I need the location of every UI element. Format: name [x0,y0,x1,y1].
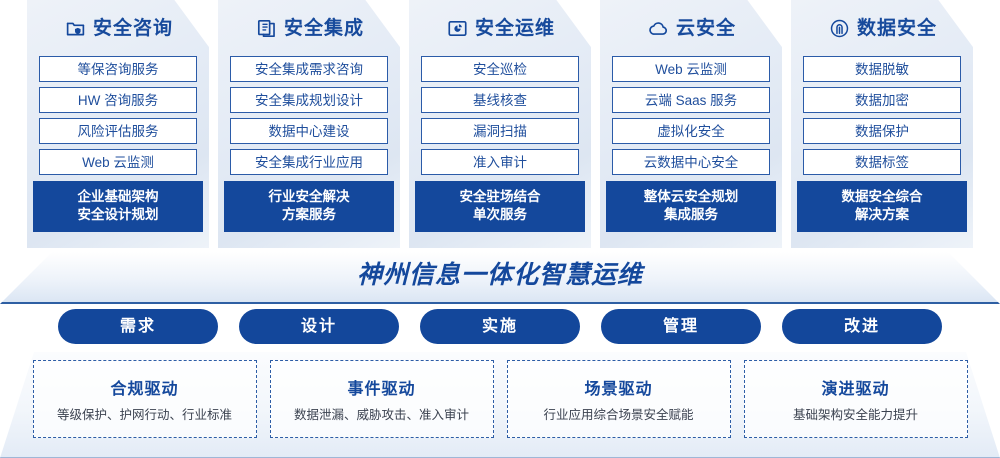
panel-item[interactable]: 基线核查 [421,87,579,113]
panel-summary[interactable]: 数据安全综合解决方案 [797,181,967,232]
panel-item[interactable]: 安全集成规划设计 [230,87,388,113]
panel-item-list: Web 云监测云端 Saas 服务虚拟化安全云数据中心安全 [600,56,782,175]
panel-item[interactable]: 等保咨询服务 [39,56,197,82]
banner-title: 神州信息一体化智慧运维 [356,261,643,289]
lifecycle-pill[interactable]: 改进 [782,309,942,344]
panel-item-list: 数据脱敏数据加密数据保护数据标签 [791,56,973,175]
driver-title: 演进驱动 [821,381,890,398]
panel-title: 安全运维 [474,17,555,39]
panel-item[interactable]: 数据标签 [803,149,961,175]
lifecycle-pill[interactable]: 设计 [239,309,399,344]
panel-item[interactable]: 云数据中心安全 [612,149,770,175]
fingerprint-icon [829,18,850,39]
panel-summary-line: 方案服务 [282,207,336,223]
capability-panel: 安全集成安全集成需求咨询安全集成规划设计数据中心建设安全集成行业应用行业安全解决… [218,0,400,248]
banner-shape [0,252,1000,304]
panel-summary-line: 行业安全解决 [268,189,350,205]
panel-item[interactable]: 风险评估服务 [39,118,197,144]
panel-item-list: 等保咨询服务 HW 咨询服务风险评估服务 Web 云监测 [27,56,209,175]
driver-card[interactable]: 演进驱动基础架构安全能力提升 [743,360,968,438]
panel-item[interactable]: 准入审计 [421,149,579,175]
panel-item[interactable]: HW 咨询服务 [39,87,197,113]
panel-summary-line: 单次服务 [473,207,527,223]
panel-summary[interactable]: 安全驻场结合单次服务 [415,181,585,232]
lifecycle-pill[interactable]: 需求 [58,309,218,344]
panel-item[interactable]: 数据保护 [803,118,961,144]
driver-title: 场景驱动 [584,381,653,398]
panel-summary-line: 安全设计规划 [77,207,159,223]
panel-item[interactable]: 安全集成需求咨询 [230,56,388,82]
driver-card[interactable]: 合规驱动等级保护、护网行动、行业标准 [32,360,257,438]
panel-summary[interactable]: 行业安全解决方案服务 [224,181,394,232]
panel-header: 云安全 [600,0,782,56]
drivers-section: 合规驱动等级保护、护网行动、行业标准事件驱动数据泄漏、威胁攻击、准入审计场景驱动… [0,352,1000,458]
panel-summary-line: 集成服务 [664,207,718,223]
lifecycle-pills: 需求设计实施管理改进 [0,309,1000,347]
panel-item[interactable]: 数据脱敏 [803,56,961,82]
driver-card[interactable]: 事件驱动数据泄漏、威胁攻击、准入审计 [269,360,494,438]
panel-item-list: 安全巡检基线核查漏洞扫描准入审计 [409,56,591,175]
capability-panel: 云安全 Web 云监测云端 Saas 服务虚拟化安全云数据中心安全整体云安全规划集… [600,0,782,248]
panel-item[interactable]: 漏洞扫描 [421,118,579,144]
panel-title: 数据安全 [856,17,937,39]
capability-panel: 安全运维安全巡检基线核查漏洞扫描准入审计安全驻场结合单次服务 [409,0,591,248]
folder-chart-icon [447,18,468,39]
panel-summary-line: 整体云安全规划 [643,189,739,205]
driver-title: 事件驱动 [347,381,416,398]
panel-item[interactable]: 数据中心建设 [230,118,388,144]
panel-item[interactable]: Web 云监测 [612,56,770,82]
folder-shield-icon [65,18,86,39]
lifecycle-pill[interactable]: 管理 [601,309,761,344]
panel-title: 安全集成 [283,17,364,39]
panel-item[interactable]: Web 云监测 [39,149,197,175]
panel-header: 安全运维 [409,0,591,56]
panel-item[interactable]: 安全集成行业应用 [230,149,388,175]
driver-description: 数据泄漏、威胁攻击、准入审计 [293,408,469,422]
panel-item[interactable]: 云端 Saas 服务 [612,87,770,113]
panel-header: 安全咨询 [27,0,209,56]
panel-summary-line: 安全驻场结合 [459,189,541,205]
driver-description: 基础架构安全能力提升 [792,408,918,422]
driver-description: 行业应用综合场景安全赋能 [543,408,694,422]
panel-title: 安全咨询 [92,17,173,39]
panel-summary-line: 解决方案 [855,207,909,223]
integration-banner: 神州信息一体化智慧运维 [0,252,1000,304]
panel-header: 数据安全 [791,0,973,56]
driver-description: 等级保护、护网行动、行业标准 [56,408,232,422]
lifecycle-pill[interactable]: 实施 [420,309,580,344]
panel-title: 云安全 [675,17,736,39]
capability-panels: 安全咨询等保咨询服务 HW 咨询服务风险评估服务 Web 云监测企业基础架构安全设计… [27,0,973,248]
panel-item[interactable]: 虚拟化安全 [612,118,770,144]
cloud-icon [648,18,669,39]
panel-item[interactable]: 安全巡检 [421,56,579,82]
panel-summary-line: 企业基础架构 [77,189,159,205]
drivers-row: 合规驱动等级保护、护网行动、行业标准事件驱动数据泄漏、威胁攻击、准入审计场景驱动… [0,352,1000,458]
panel-summary-line: 数据安全综合 [841,189,923,205]
driver-card[interactable]: 场景驱动行业应用综合场景安全赋能 [506,360,731,438]
capability-panel: 安全咨询等保咨询服务 HW 咨询服务风险评估服务 Web 云监测企业基础架构安全设计… [27,0,209,248]
panel-item[interactable]: 数据加密 [803,87,961,113]
panel-item-list: 安全集成需求咨询安全集成规划设计数据中心建设安全集成行业应用 [218,56,400,175]
panel-header: 安全集成 [218,0,400,56]
driver-title: 合规驱动 [110,381,179,398]
panel-summary[interactable]: 企业基础架构安全设计规划 [33,181,203,232]
documents-copy-icon [256,18,277,39]
panel-summary[interactable]: 整体云安全规划集成服务 [606,181,776,232]
capability-panel: 数据安全数据脱敏数据加密数据保护数据标签数据安全综合解决方案 [791,0,973,248]
